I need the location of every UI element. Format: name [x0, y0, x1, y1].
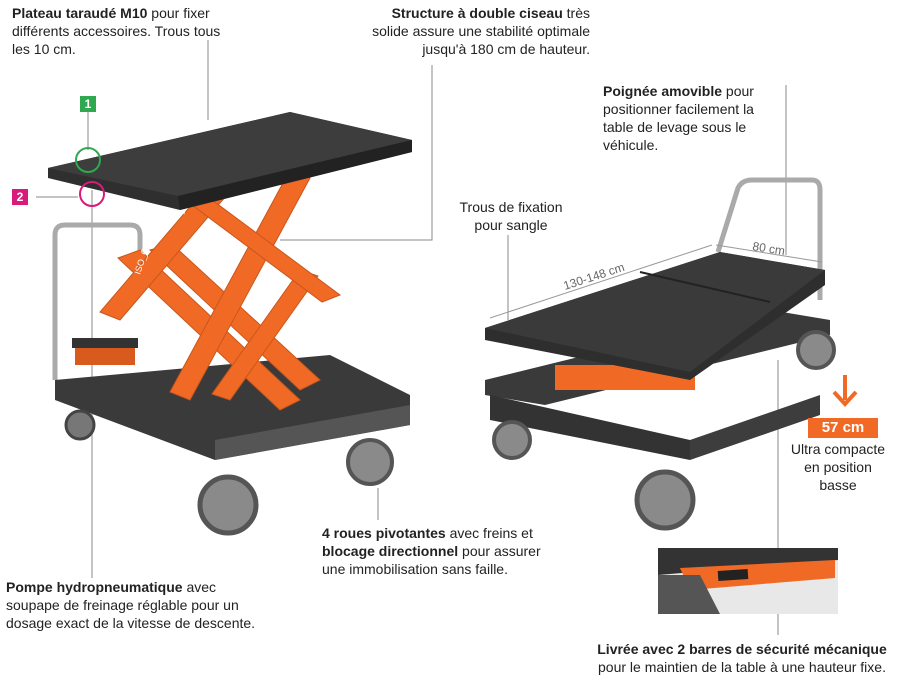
plateau-title: Plateau taraudé M10 — [12, 5, 148, 21]
raised-table-illustration: 1000KG ISO_CE — [48, 112, 412, 536]
pompe-title: Pompe hydropneumatique — [6, 579, 183, 595]
plateau-text: pour fixer différents accessoires. Trous… — [12, 5, 221, 57]
barres-text: pour le maintien de la table à une haute… — [598, 659, 886, 675]
poignee-title: Poignée amovible — [603, 83, 723, 99]
plateau-callout: Plateau taraudé M10 pour fixer différent… — [12, 4, 242, 58]
marker-2-badge: 2 — [12, 189, 28, 205]
height-badge: 57 cm — [808, 418, 878, 438]
safety-bar-inset — [658, 548, 838, 614]
structure-callout: Structure à double ciseau très solide as… — [362, 4, 590, 58]
trous-text: Trous de fixation pour sangle — [459, 199, 563, 233]
structure-text: très solide assure une stabilité optimal… — [372, 5, 590, 57]
poignee-text: pour positionner facilement la table de … — [603, 83, 754, 153]
lowered-table-illustration: 130-148 cm 80 cm — [485, 177, 858, 531]
barres-callout: Livrée avec 2 barres de sécurité mécaniq… — [592, 640, 892, 676]
pompe-callout: Pompe hydropneumatique avec soupape de f… — [6, 578, 271, 632]
roues-callout: 4 roues pivotantes avec freins et blocag… — [322, 524, 562, 578]
compacte-callout: Ultra compacte en position basse — [786, 440, 890, 494]
roues-text-1: avec freins et — [445, 525, 533, 541]
pompe-text: avec soupape de freinage réglable pour u… — [6, 579, 256, 631]
roues-title: 4 roues pivotantes — [322, 525, 446, 541]
marker-1-badge: 1 — [80, 96, 96, 112]
barres-title: Livrée avec 2 barres de sécurité mécaniq… — [597, 641, 887, 657]
structure-title: Structure à double ciseau — [391, 5, 563, 21]
trous-callout: Trous de fixation pour sangle — [452, 198, 570, 234]
roues-text-2: pour assurer une immobilisation sans fai… — [322, 543, 541, 577]
poignee-callout: Poignée amovible pour positionner facile… — [603, 82, 783, 154]
roues-title-2: blocage directionnel — [322, 543, 459, 559]
width-dimension: 80 cm — [752, 239, 786, 258]
compacte-text: Ultra compacte en position basse — [790, 441, 886, 493]
